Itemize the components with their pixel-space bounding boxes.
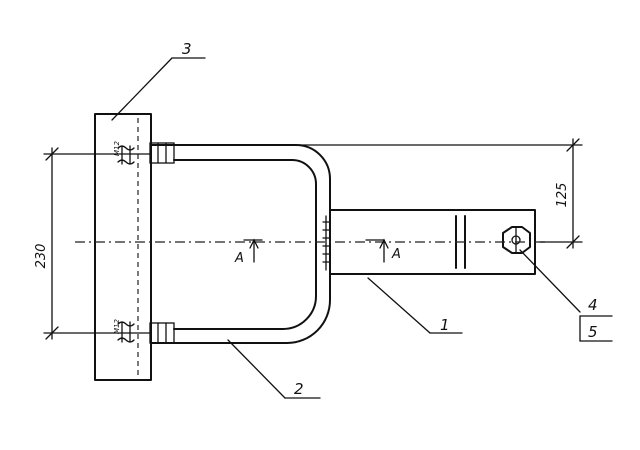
callout-5-label: 5 (588, 323, 598, 341)
section-marker-right-label: A (391, 247, 401, 262)
end-nut (502, 226, 531, 254)
section-marker-left-label: A (234, 251, 244, 266)
dimension-230: 230 (34, 147, 151, 340)
callout-4-5: 4 5 (519, 249, 613, 342)
section-marker-left: A (234, 238, 263, 266)
bottom-bolt-label: M12 (113, 319, 121, 334)
callout-1: 1 (367, 277, 463, 334)
section-marker-right: A (365, 238, 401, 263)
top-bolt-label: M12 (113, 141, 121, 156)
callout-3-label: 3 (182, 40, 192, 58)
u-bolt (150, 144, 331, 344)
bottom-bolt: M12 (113, 319, 175, 344)
top-bolt: M12 (113, 141, 175, 165)
dimension-125-label: 125 (555, 183, 570, 208)
dimension-230-label: 230 (34, 244, 49, 269)
dimension-125: 125 (299, 138, 583, 249)
arm-weld-ticks (322, 221, 330, 263)
callout-4-label: 4 (588, 296, 598, 314)
callout-3: 3 (111, 40, 206, 121)
callout-1-label: 1 (440, 316, 450, 334)
mounting-plate (94, 113, 152, 381)
callout-2-label: 2 (294, 380, 304, 398)
callout-2: 2 (227, 339, 321, 399)
